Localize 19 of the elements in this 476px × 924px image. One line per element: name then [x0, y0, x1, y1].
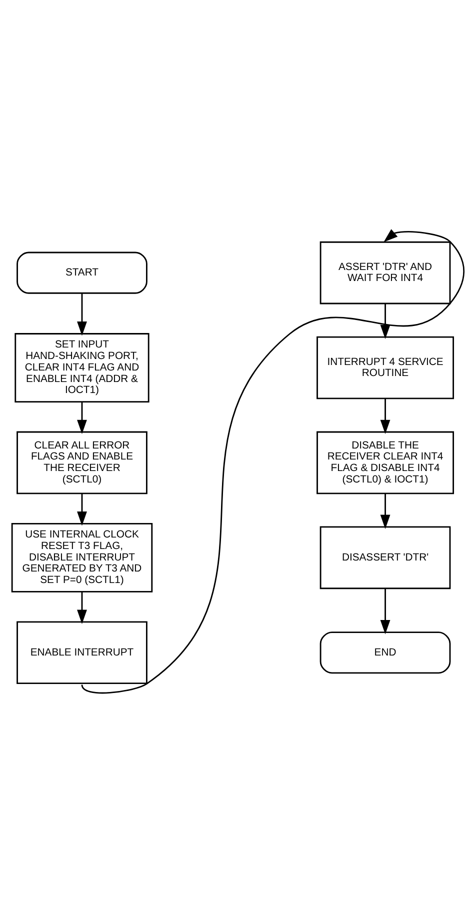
arrow	[380, 303, 390, 339]
arrow	[380, 398, 390, 434]
node-box: ASSERT 'DTR' AND WAIT FOR INT4	[320, 240, 451, 304]
node-box: DISABLE THE RECEIVER CLEAR INT4 FLAG & DISABLE INT4 (SCTL0) & IOCT1)	[316, 430, 454, 494]
arrow	[77, 293, 87, 336]
node-box: END	[320, 631, 451, 674]
arrow	[380, 588, 390, 634]
node-box: CLEAR ALL ERROR FLAGS AND ENABLE THE RECEIVER (SCTL0)	[16, 430, 148, 494]
node-box: ENABLE INTERRUPT	[16, 620, 148, 684]
node-box: START	[16, 251, 148, 294]
arrow	[81, 228, 464, 694]
node-box: INTERRUPT 4 SERVICE ROUTINE	[316, 336, 454, 399]
node-box: USE INTERNAL CLOCK RESET T3 FLAG, DISABLE INTERRUPT GENERATED BY T3 AND SET P=0 (SCTL1)	[11, 522, 153, 592]
node-box: DISASSERT 'DTR'	[320, 526, 451, 589]
arrow	[77, 493, 87, 526]
node-box: SET INPUT HAND-SHAKING PORT, CLEAR INT4 FLAG AND ENABLE INT4 (ADDR & IOCT1)	[14, 332, 150, 402]
arrow	[77, 591, 87, 624]
arrow	[77, 401, 87, 434]
arrow	[380, 493, 390, 528]
